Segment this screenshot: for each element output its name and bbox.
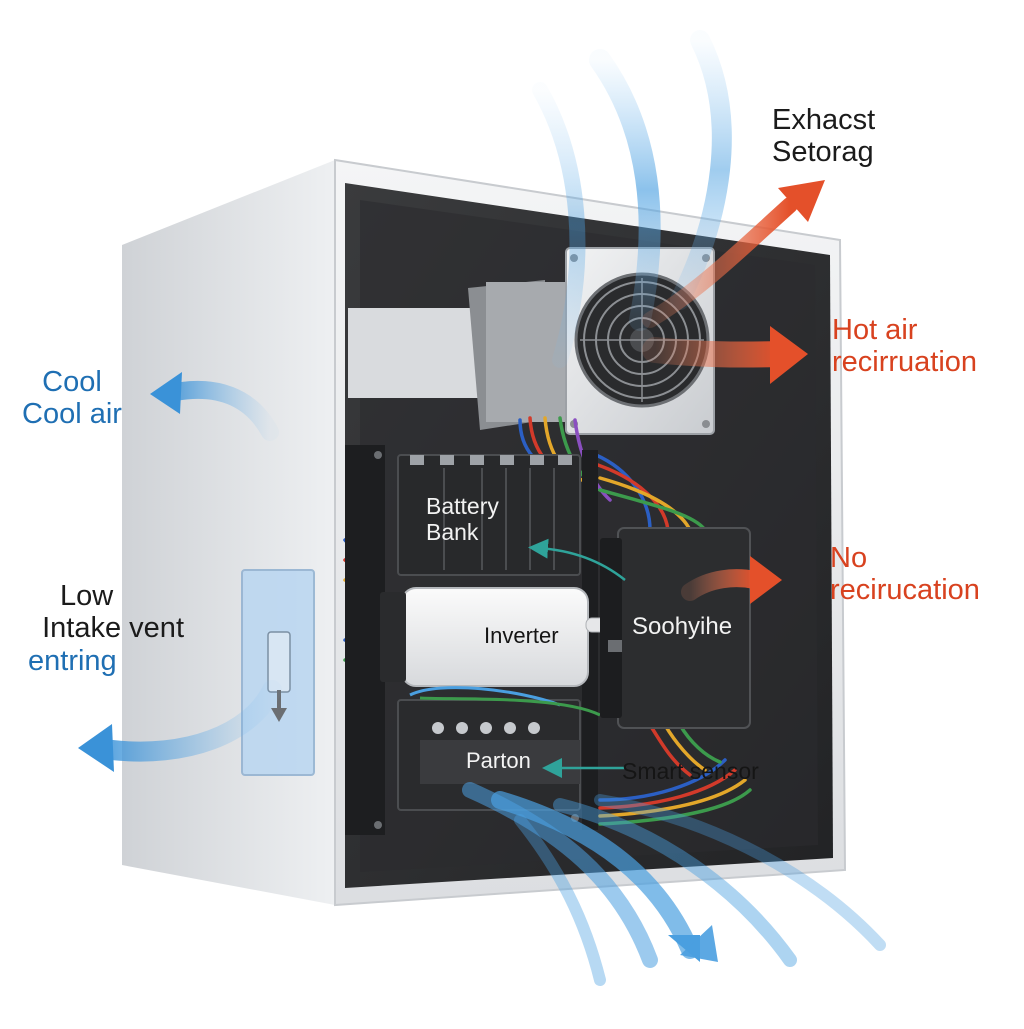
intake-vent-label: Low Intake vent entring — [20, 580, 184, 677]
cool-air-arrowhead-left — [150, 372, 182, 414]
component-rack — [345, 445, 598, 835]
exhaust-label: Exhacst Setorag — [772, 104, 875, 169]
no-recirc-label-line2: recirucation — [830, 574, 980, 607]
controller-label: Soohyihe — [632, 613, 733, 640]
hot-air-label-line1: Hot air — [832, 314, 918, 346]
hot-airflow — [642, 197, 798, 601]
cool-air-label: Cool Cool air — [10, 366, 134, 431]
battery-label-line1: Battery — [426, 493, 499, 519]
intake-label-line1: Low — [60, 580, 114, 612]
smart-sensor-label: Smart sensor — [622, 758, 759, 784]
parton-label: Parton — [466, 748, 531, 773]
no-recirc-stream — [681, 569, 764, 601]
intake-arrowhead-left — [78, 724, 114, 772]
duct-left — [348, 308, 488, 398]
hot-recirc-stream — [642, 337, 793, 368]
hot-air-arrowheads — [750, 180, 825, 604]
cool-air-label-line2: Cool air — [22, 398, 122, 431]
inverter-label: Inverter — [484, 623, 559, 648]
enclosure-side-panel — [122, 160, 335, 905]
intake-label-line3: entring — [28, 644, 117, 677]
intake-vent-panel — [241, 569, 315, 776]
no-recirc-label: No recirucation — [830, 542, 980, 607]
cool-air-arrowheads — [78, 372, 718, 962]
exhaust-label-line2: Setorag — [772, 136, 874, 169]
no-recirc-arrowhead — [750, 556, 782, 604]
battery-label-line2: Bank — [426, 518, 479, 545]
hot-air-label-line2: recirruation — [832, 346, 978, 379]
cool-airflow — [102, 30, 886, 986]
exhaust-label-line1: Exhacst — [772, 104, 876, 136]
intake-air-arrow — [102, 680, 282, 762]
indicator-arrows — [528, 538, 626, 778]
rack-rail-left — [345, 445, 385, 835]
cool-air-arrow — [166, 380, 279, 441]
battery-indicator-arrow — [528, 538, 626, 581]
exhaust-arrowhead — [778, 180, 825, 222]
hot-air-label: Hot air recirruation — [832, 314, 977, 379]
exhaust-hot-stream — [642, 197, 798, 328]
arrow-down-icon-head — [271, 708, 287, 722]
hot-recirc-arrowhead — [770, 326, 808, 384]
cool-air-label-line1: Cool — [42, 366, 102, 398]
no-recirc-label-line1: No — [830, 542, 868, 574]
battery-bank-label: Battery Bank — [426, 493, 499, 546]
intake-label-line2: Intake vent — [42, 612, 184, 645]
rack-rail-right — [582, 450, 598, 830]
